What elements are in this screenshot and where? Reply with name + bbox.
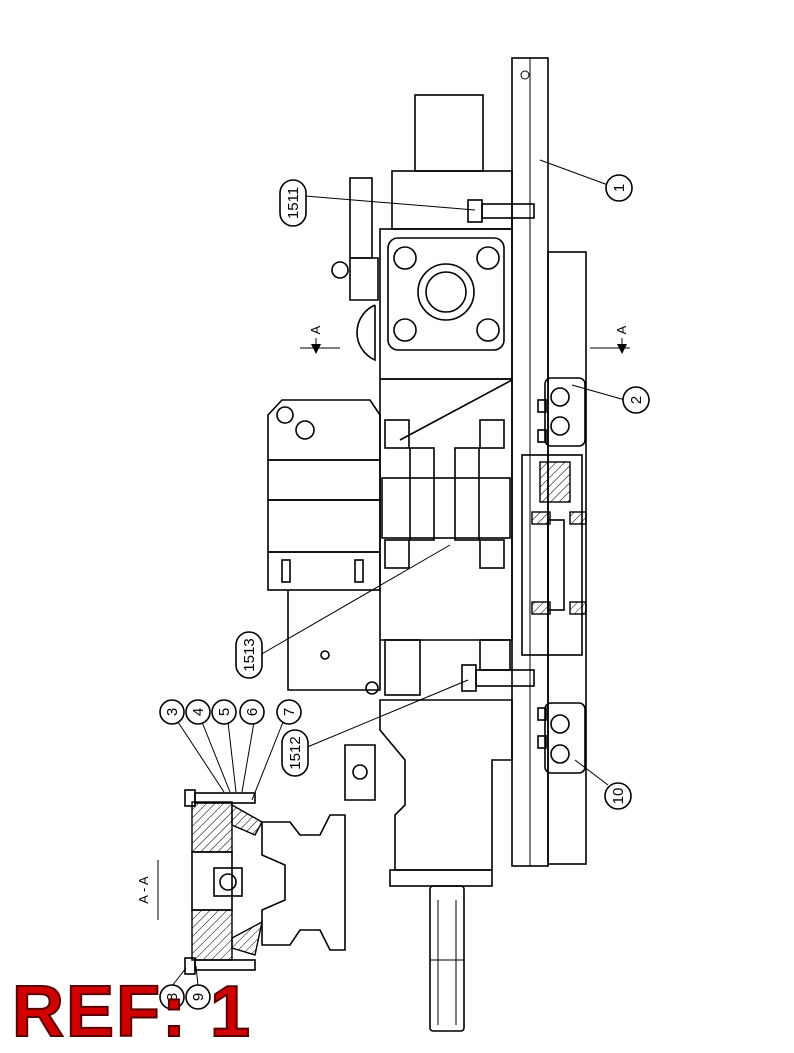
motor-housing-top [331,94,513,301]
bearing-housing-bottom [537,702,586,774]
callout-8: 8 [159,984,185,1010]
lower-body [344,639,513,1032]
svg-text:6: 6 [244,708,261,716]
callout-1: 1 [605,174,633,202]
bearing-housing-top [537,377,586,447]
callout-7: 7 [276,699,302,725]
hydraulic-motor [267,399,381,695]
callout-1513: 1513 [235,631,263,679]
svg-text:10: 10 [610,788,627,805]
svg-text:3: 3 [164,708,181,716]
svg-text:8: 8 [164,993,181,1001]
callout-10: 10 [604,782,632,810]
section-marker-label-right: A [614,325,629,334]
svg-text:1513: 1513 [241,638,258,671]
section-view-title: A - A [136,876,151,904]
svg-text:5: 5 [216,708,233,716]
svg-text:1512: 1512 [287,736,304,769]
svg-text:1: 1 [611,184,628,192]
callout-2: 2 [622,386,650,414]
callout-1512: 1512 [281,729,309,777]
shaft-assembly [521,454,587,656]
callout-5: 5 [211,699,237,725]
callout-3: 3 [159,699,185,725]
svg-text:4: 4 [190,708,207,716]
svg-text:2: 2 [628,396,645,404]
ref-label: REF: 1 [11,972,253,1052]
svg-text:1511: 1511 [285,187,302,219]
section-marker-left: A [300,325,340,354]
flange-block [379,228,513,380]
svg-text:7: 7 [281,708,298,716]
section-marker-label-left: A [308,325,323,334]
middle-body [379,378,513,641]
callout-6: 6 [239,699,265,725]
svg-text:9: 9 [190,993,207,1001]
section-view [184,789,346,975]
guard-arc [356,304,376,362]
leader-lines [171,159,626,987]
bolt-1512 [461,664,535,692]
bolt-1511 [467,199,535,223]
callout-4: 4 [185,699,211,725]
section-marker-right: A [590,325,630,354]
callout-9: 9 [185,984,211,1010]
callout-1511: 1511 [279,179,307,227]
